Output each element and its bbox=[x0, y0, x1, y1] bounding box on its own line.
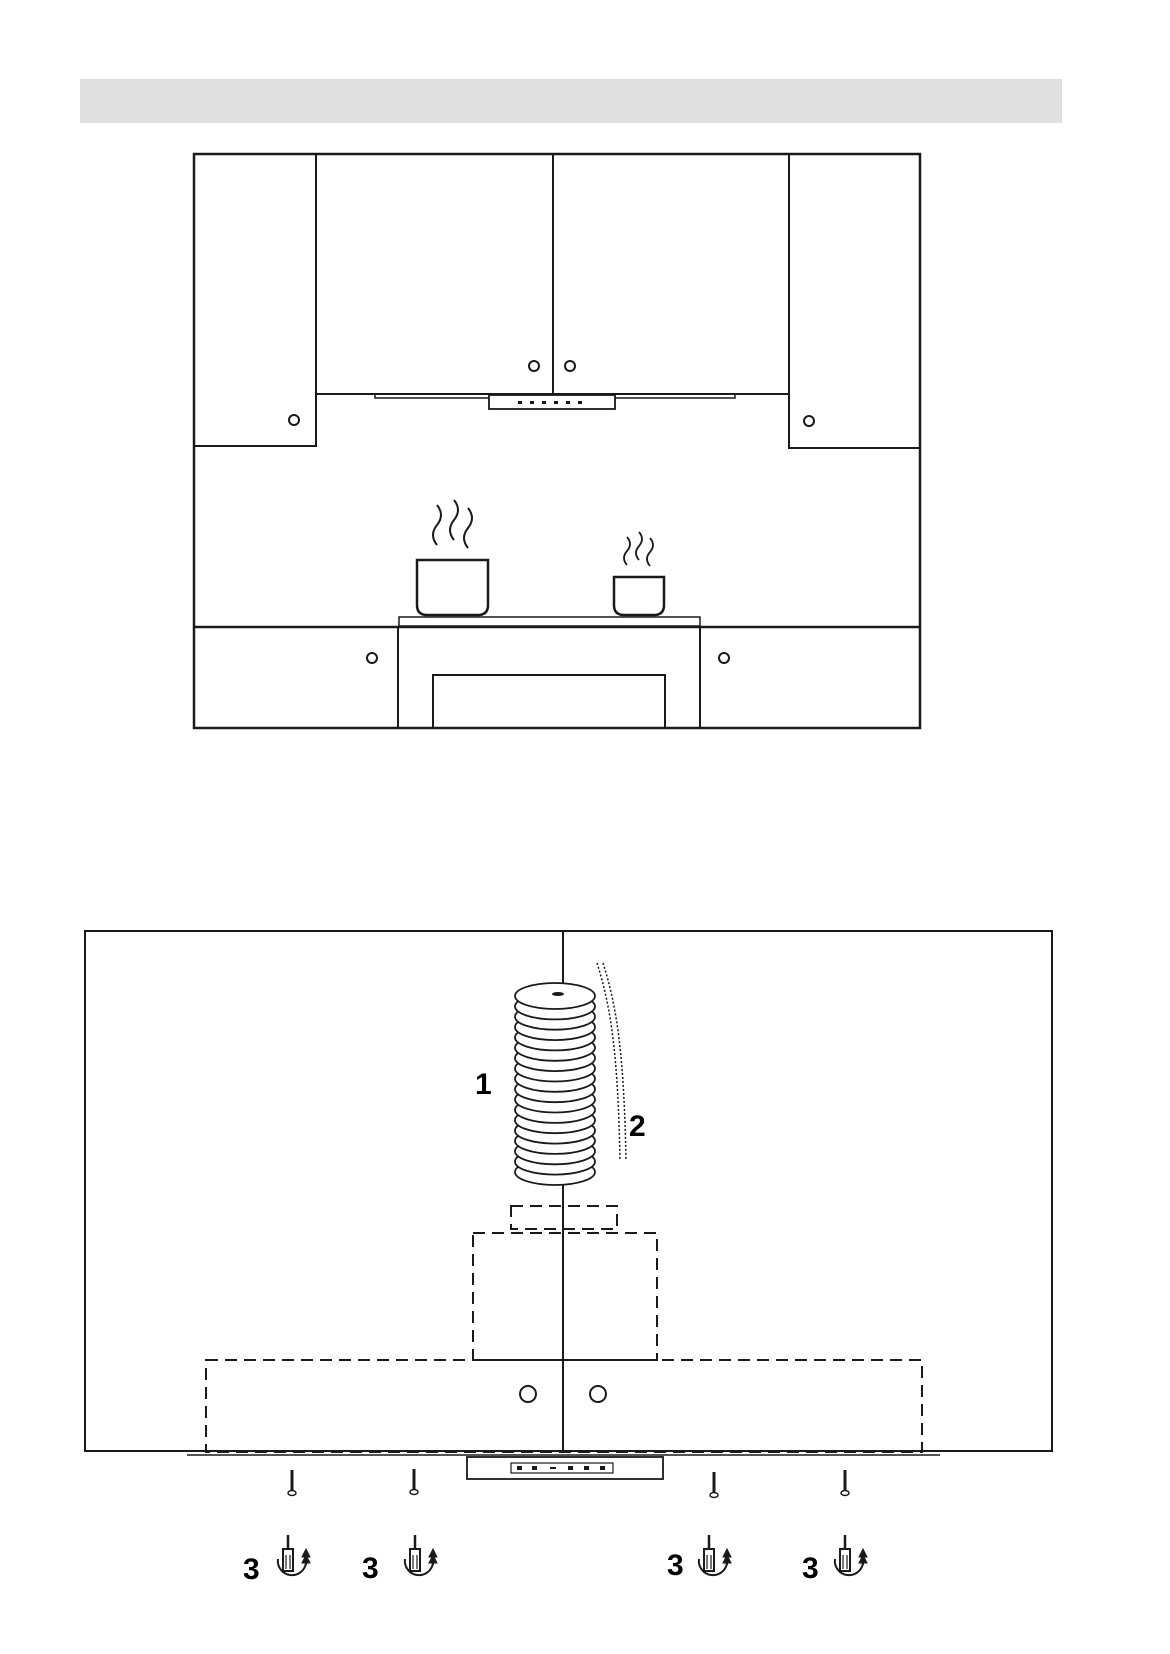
cabinet-knob bbox=[718, 652, 730, 664]
duct-ring bbox=[514, 982, 596, 1010]
cabinet-outline bbox=[205, 1359, 923, 1453]
cabinet-upper-left bbox=[193, 153, 317, 447]
pot-left bbox=[415, 558, 490, 617]
screw-icon bbox=[839, 1468, 851, 1497]
wall-anchor-icon bbox=[697, 1533, 733, 1577]
steam-right bbox=[623, 531, 654, 567]
hood-buttons bbox=[518, 401, 582, 404]
cabinet-knob bbox=[589, 1385, 607, 1403]
steam-left bbox=[432, 499, 473, 549]
hood-outline-chimney bbox=[472, 1232, 658, 1361]
cabinet-upper-right bbox=[788, 153, 921, 449]
duct-opening bbox=[552, 992, 564, 996]
kitchen-scene bbox=[192, 152, 922, 730]
cabinet-knob bbox=[366, 652, 378, 664]
cabinet-knob bbox=[803, 415, 815, 427]
callout-3: 3 bbox=[243, 1553, 260, 1586]
hood-outline-top bbox=[510, 1205, 618, 1230]
header-bar bbox=[80, 79, 1062, 123]
callout-1: 1 bbox=[475, 1068, 492, 1101]
hood-control-panel bbox=[466, 1456, 664, 1480]
screw-icon bbox=[408, 1467, 420, 1496]
callout-3: 3 bbox=[667, 1549, 684, 1582]
flexible-duct bbox=[514, 982, 596, 1186]
callout-3: 3 bbox=[362, 1552, 379, 1585]
cabinet-knob bbox=[564, 360, 576, 372]
hood-buttons bbox=[517, 1466, 605, 1470]
hood-control-panel bbox=[488, 394, 616, 410]
pot-right bbox=[612, 575, 666, 617]
wall-anchor-icon bbox=[276, 1533, 312, 1577]
cabinet-knob bbox=[288, 414, 300, 426]
screw-icon bbox=[286, 1468, 298, 1497]
cabinet-knob bbox=[528, 360, 540, 372]
scene-frame bbox=[192, 152, 922, 730]
cable bbox=[596, 962, 621, 1161]
wall-anchor-icon bbox=[833, 1533, 869, 1577]
screw-icon bbox=[708, 1470, 720, 1499]
callout-3: 3 bbox=[802, 1552, 819, 1585]
cabinet-knob bbox=[519, 1385, 537, 1403]
wall-anchor-icon bbox=[403, 1533, 439, 1577]
installation-scene bbox=[84, 930, 1053, 1577]
hob-plate bbox=[398, 616, 701, 627]
oven-door bbox=[432, 674, 666, 728]
callout-2: 2 bbox=[629, 1110, 646, 1143]
